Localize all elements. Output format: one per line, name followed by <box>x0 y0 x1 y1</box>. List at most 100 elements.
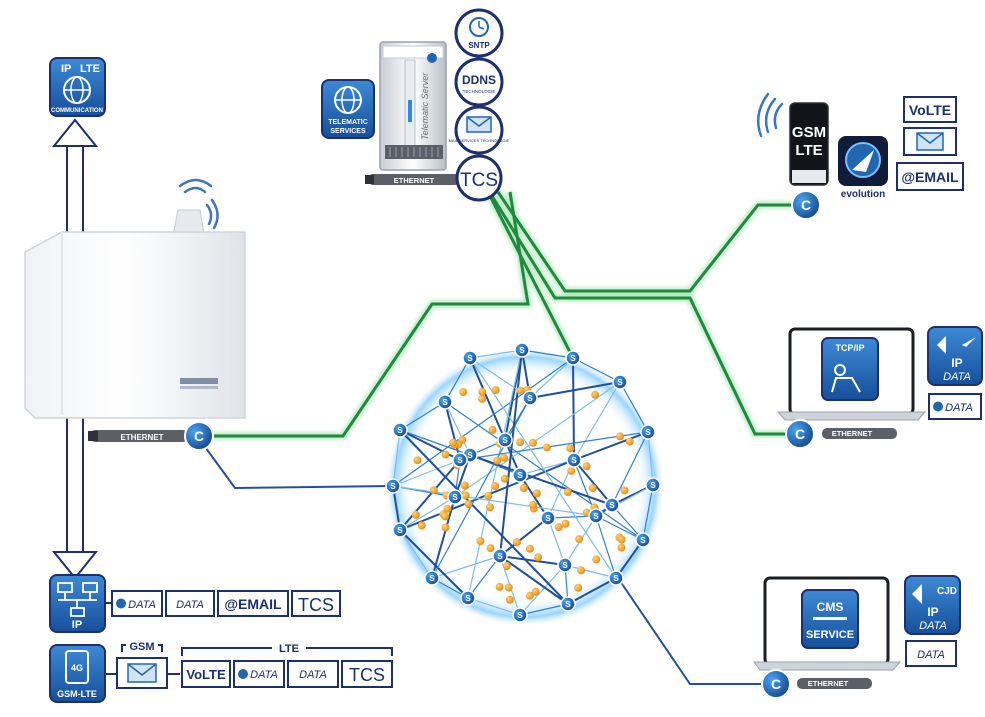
green-ethernet-lines <box>212 191 805 438</box>
connector-c-icon[interactable]: C <box>761 669 791 699</box>
tcs-service-icon[interactable]: TCS <box>455 154 503 202</box>
connection-lines <box>199 190 805 685</box>
data-point <box>561 519 570 528</box>
server-node[interactable]: S <box>462 350 478 366</box>
connector-c-icon[interactable]: C <box>184 421 214 451</box>
ip-bus-icon[interactable]: IP <box>49 574 106 633</box>
email-badge[interactable]: @EMAIL <box>896 162 964 191</box>
sms-envelope-badge[interactable] <box>903 127 957 156</box>
network-link <box>392 459 461 487</box>
server-node-label: S <box>640 536 646 545</box>
server-node[interactable]: S <box>392 422 408 438</box>
data-badge[interactable]: DATA <box>928 393 982 420</box>
network-link <box>444 401 471 456</box>
lte-label: LTE <box>80 63 100 75</box>
gsm-lte-label: GSM-LTE <box>57 689 97 699</box>
server-node[interactable]: S <box>608 570 624 586</box>
server-node[interactable]: S <box>560 596 576 612</box>
tcs-badge[interactable]: TCS <box>341 660 393 688</box>
server-node[interactable]: S <box>437 394 453 410</box>
cjd-ip-data-icon[interactable]: CJD IP DATA <box>904 575 961 635</box>
data-point <box>563 488 572 497</box>
network-link <box>454 381 621 498</box>
ip-label: IP <box>951 356 962 370</box>
volte-badge[interactable]: VoLTE <box>181 660 231 688</box>
network-link <box>573 381 621 461</box>
server-node[interactable]: S <box>452 452 468 468</box>
server-node[interactable]: S <box>645 477 661 493</box>
server-node[interactable]: S <box>385 478 401 494</box>
data-point <box>529 500 538 509</box>
wireless-signal-icon <box>178 178 219 230</box>
evolution-app-icon[interactable]: evolution <box>838 136 888 200</box>
sntp-service-icon[interactable]: SNTP <box>454 8 504 58</box>
ethernet-cable <box>90 430 188 442</box>
server-node[interactable]: S <box>588 508 604 524</box>
server-node-label: S <box>397 526 403 535</box>
email-badge[interactable]: @EMAIL <box>217 590 289 617</box>
mail-sub-label: MAIL SERVICES TECHNOLOGIE <box>449 138 510 143</box>
volte-badge[interactable]: VoLTE <box>903 96 957 123</box>
tcpip-screen-icon[interactable]: TCP/IP <box>821 337 879 401</box>
server-node[interactable]: S <box>497 432 513 448</box>
server-node[interactable]: S <box>512 607 528 623</box>
network-link <box>399 429 569 605</box>
server-node[interactable]: S <box>612 374 628 390</box>
server-node[interactable]: S <box>460 590 476 606</box>
server-node[interactable]: S <box>447 489 463 505</box>
tcs-badge[interactable]: TCS <box>291 590 341 617</box>
gsm-lte-4g-icon[interactable]: 4G GSM-LTE <box>49 644 106 703</box>
server-node-label: S <box>457 456 463 465</box>
server-node[interactable]: S <box>512 467 528 483</box>
server-node[interactable]: S <box>492 548 508 564</box>
connector-c-icon[interactable]: C <box>785 419 815 449</box>
server-node[interactable]: S <box>522 390 538 406</box>
server-node[interactable]: S <box>566 452 582 468</box>
server-node-circle <box>460 590 476 606</box>
server-node-circle <box>447 489 463 505</box>
server-node[interactable]: S <box>514 342 530 358</box>
server-node[interactable]: S <box>635 532 651 548</box>
network-link <box>499 555 566 566</box>
server-node-label: S <box>517 471 523 480</box>
server-node-circle <box>385 478 401 494</box>
server-node[interactable]: S <box>540 510 556 526</box>
ip-bus-label: IP <box>72 619 82 631</box>
gsm-group-label: GSM <box>129 641 154 653</box>
data-badge[interactable]: DATA <box>287 660 339 688</box>
data-point <box>529 438 537 447</box>
ddns-service-icon[interactable]: DDNS TECHNOLOGIE <box>454 57 504 107</box>
data-badge[interactable]: DATA <box>165 590 215 617</box>
server-node-label: S <box>613 574 619 583</box>
data-point <box>566 444 575 453</box>
server-node[interactable]: S <box>565 350 581 366</box>
data-badge[interactable]: DATA <box>111 590 163 617</box>
server-node[interactable]: S <box>604 497 620 513</box>
tcpip-workstation[interactable]: TCP/IP ETHERNET <box>776 327 927 439</box>
cms-workstation[interactable]: CMS SERVICE ETHERNET <box>753 576 902 689</box>
alarm-control-panel[interactable]: ETHERNET C <box>24 178 246 451</box>
server-node-circle <box>560 596 576 612</box>
ip-protocol-row: DATA DATA @EMAIL TCS <box>111 590 341 617</box>
telematic-services-icon[interactable]: TELEMATIC SERVICES <box>321 79 375 139</box>
server-node[interactable]: S <box>640 424 656 440</box>
telematic-server[interactable]: Telematic Server ETHERNET <box>365 41 460 185</box>
server-node-label: S <box>565 600 571 609</box>
data-badge[interactable]: DATA <box>905 640 957 667</box>
data-point <box>591 390 600 399</box>
ip-lte-communication-icon[interactable]: IP LTE COMMUNICATION <box>49 57 106 117</box>
server-node-label: S <box>517 611 523 620</box>
4g-label: 4G <box>71 663 83 673</box>
server-node[interactable]: S <box>557 557 573 573</box>
lte-group-label: LTE <box>279 643 299 655</box>
smartphone[interactable]: GSM LTE <box>756 92 829 186</box>
network-link <box>611 431 649 506</box>
connector-c-icon[interactable]: C <box>791 190 821 220</box>
sms-envelope-badge[interactable] <box>116 657 168 689</box>
server-node[interactable]: S <box>424 570 440 586</box>
data-badge[interactable]: DATA <box>233 660 285 688</box>
ip-data-icon[interactable]: IP DATA <box>927 326 983 386</box>
mail-service-icon[interactable]: MAIL SERVICES TECHNOLOGIE <box>449 105 510 155</box>
server-node[interactable]: S <box>392 522 408 538</box>
cms-service-icon[interactable]: CMS SERVICE <box>801 589 859 649</box>
